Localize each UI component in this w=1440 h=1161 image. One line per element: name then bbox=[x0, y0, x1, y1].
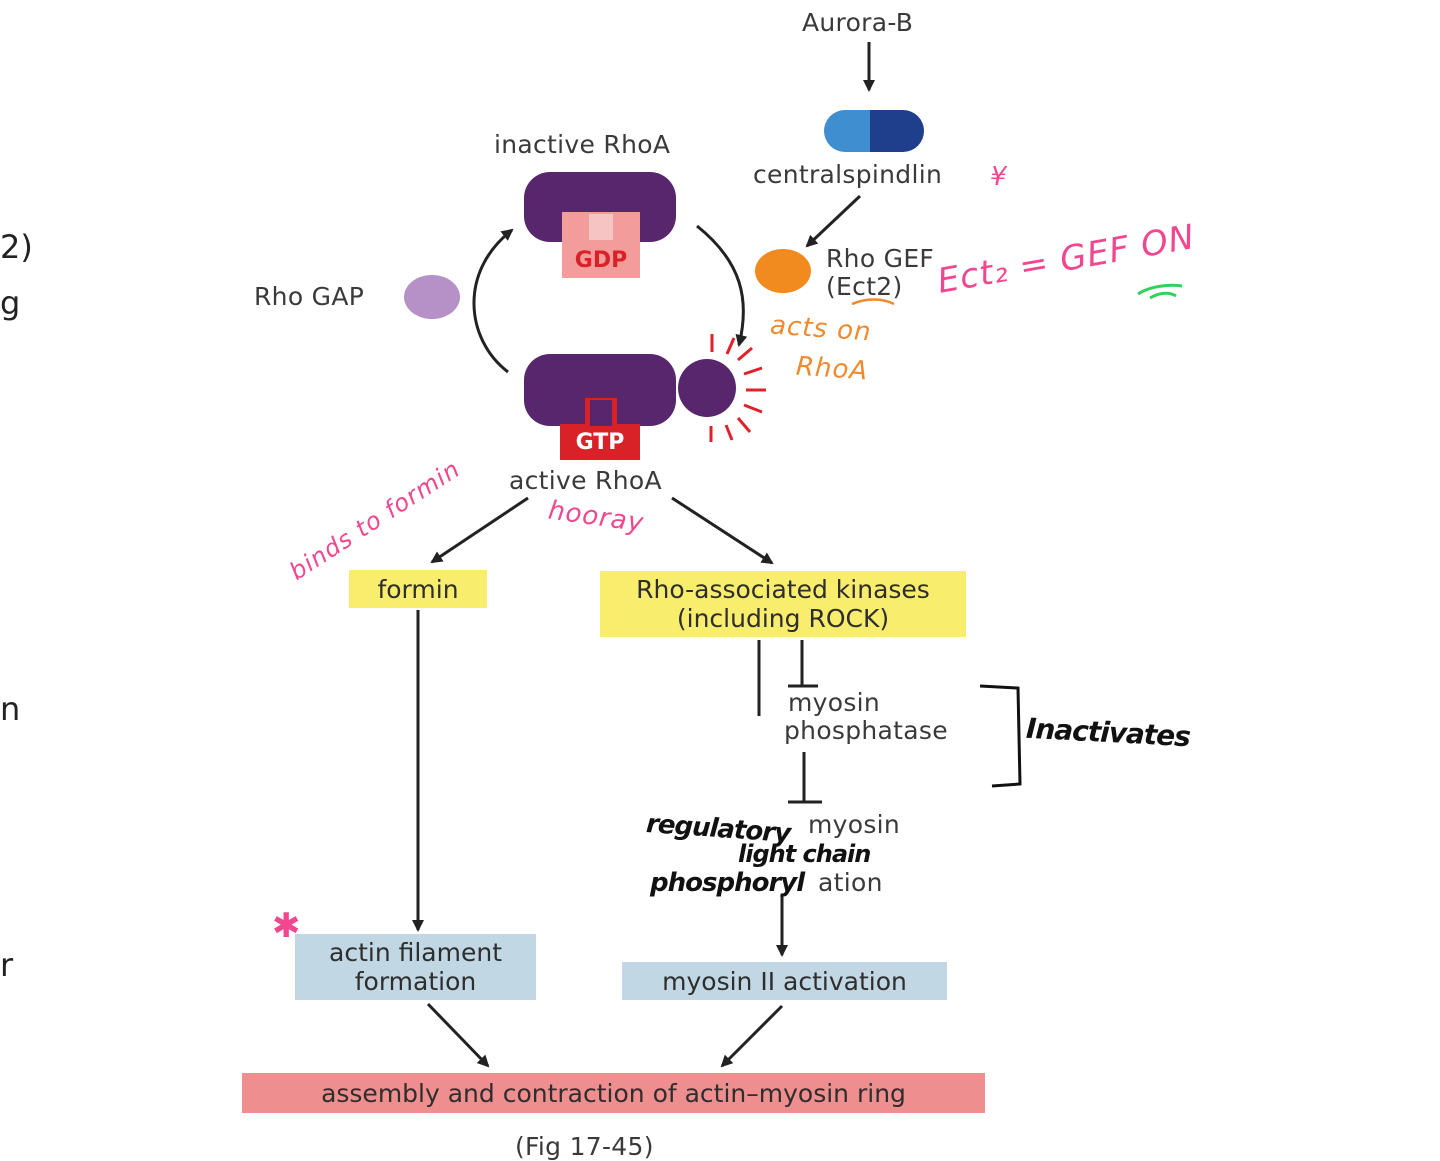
left-edge-text-4: r bbox=[0, 946, 14, 984]
left-edge-text-2: g bbox=[0, 284, 21, 322]
ect2-label: (Ect2) bbox=[826, 272, 903, 301]
rho-gef-label: Rho GEF bbox=[826, 244, 935, 273]
active-rhoa-icon bbox=[524, 334, 766, 460]
actin-label-1: actin filament bbox=[329, 938, 502, 967]
myosin-phosphatase-label-2: phosphatase bbox=[784, 716, 948, 745]
formin-box: formin bbox=[349, 570, 487, 608]
on-underline bbox=[1137, 283, 1183, 300]
left-edge-text-1: 2) bbox=[0, 228, 33, 266]
rock-label-line1: Rho-associated kinases bbox=[636, 575, 930, 604]
centralspindlin-star-icon: ¥ bbox=[990, 162, 1008, 192]
arrow-centralspindlin-to-gef bbox=[805, 194, 862, 248]
actin-formation-box: actin filament formation bbox=[295, 934, 536, 1000]
myosin2-label: myosin II activation bbox=[662, 966, 907, 996]
arrow-actin-to-ring bbox=[426, 1002, 490, 1068]
rho-gap-icon bbox=[404, 275, 460, 319]
left-edge-text-3: n bbox=[0, 690, 21, 728]
actin-label-2: formation bbox=[354, 967, 477, 996]
ring-label: assembly and contraction of actin–myosin… bbox=[321, 1078, 906, 1108]
formin-label: formin bbox=[377, 574, 459, 604]
figure-caption: (Fig 17-45) bbox=[515, 1132, 654, 1161]
gdp-label: GDP bbox=[574, 247, 628, 273]
inactivates-bracket bbox=[979, 684, 1022, 788]
arrow-rhoa-to-formin bbox=[430, 496, 529, 564]
arrow-rhoa-to-rock bbox=[671, 496, 774, 565]
rho-gef-icon bbox=[755, 249, 811, 293]
light-chain-note: light chain bbox=[738, 840, 871, 868]
phosphorylation-note: phosphoryl bbox=[650, 868, 805, 898]
inactive-rhoa-label: inactive RhoA bbox=[494, 130, 671, 159]
myosin2-box: myosin II activation bbox=[622, 962, 947, 1000]
ect2-underline bbox=[851, 298, 895, 306]
rock-label-line2: (including ROCK) bbox=[676, 604, 890, 633]
centralspindlin-icon bbox=[824, 110, 924, 152]
arrow-gap-cycle bbox=[472, 228, 514, 374]
aurora-b-label: Aurora-B bbox=[802, 8, 914, 37]
rhoa-note: RhoA bbox=[795, 351, 870, 387]
mlc-label-1: myosin bbox=[808, 810, 901, 839]
mlc-label-3: ation bbox=[818, 868, 883, 897]
active-rhoa-label: active RhoA bbox=[509, 466, 662, 495]
rho-gap-label: Rho GAP bbox=[254, 282, 365, 311]
centralspindlin-label: centralspindlin bbox=[753, 160, 943, 189]
actin-star-icon: ✱ bbox=[272, 906, 302, 946]
arrow-myosin2-to-ring bbox=[720, 1004, 784, 1068]
activation-burst-icon bbox=[709, 334, 766, 442]
myosin-phosphatase-label-1: myosin bbox=[788, 688, 881, 717]
inactive-rhoa-icon bbox=[524, 172, 676, 278]
gtp-label: GTP bbox=[575, 429, 625, 455]
arrow-gef-cycle bbox=[696, 224, 748, 347]
rock-box: Rho-associated kinases (including ROCK) bbox=[600, 571, 966, 637]
ring-box: assembly and contraction of actin–myosin… bbox=[242, 1073, 985, 1113]
